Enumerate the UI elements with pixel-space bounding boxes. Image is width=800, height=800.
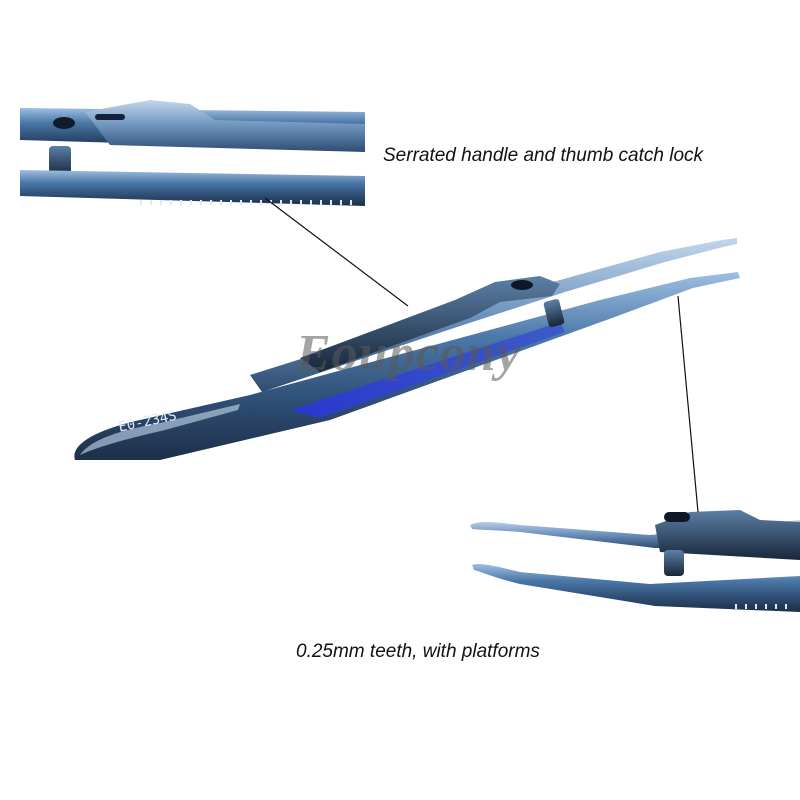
pin-closeup <box>49 146 71 176</box>
watermark: Eoupcony <box>296 325 521 382</box>
thumb-catch <box>300 276 560 372</box>
pin <box>543 299 565 327</box>
main-forceps <box>74 238 741 460</box>
caption-tip-detail: 0.25mm teeth, with platforms <box>296 641 540 662</box>
caption-handle-detail: Serrated handle and thumb catch lock <box>383 145 704 166</box>
tip-closeup <box>470 510 800 612</box>
leader-line-tip <box>677 295 699 513</box>
catch-hole <box>511 280 533 290</box>
lower-tip-closeup <box>472 563 800 612</box>
lower-arm-closeup <box>20 170 365 206</box>
catch-slot-closeup <box>95 114 125 120</box>
handle-highlight <box>80 404 240 455</box>
catch-closeup <box>655 510 800 560</box>
upper-arm <box>250 238 737 392</box>
thumb-catch-closeup <box>85 100 365 152</box>
catch-hole-closeup <box>53 117 75 129</box>
leader-line-handle <box>264 197 409 307</box>
pin-tip-closeup <box>664 550 684 576</box>
handle-closeup <box>20 100 365 206</box>
serrations-closeup <box>140 200 352 205</box>
lower-arm <box>74 272 741 460</box>
handle-accent <box>290 322 565 418</box>
catch-slot-tip <box>664 512 690 522</box>
serrations-tip <box>735 604 787 609</box>
